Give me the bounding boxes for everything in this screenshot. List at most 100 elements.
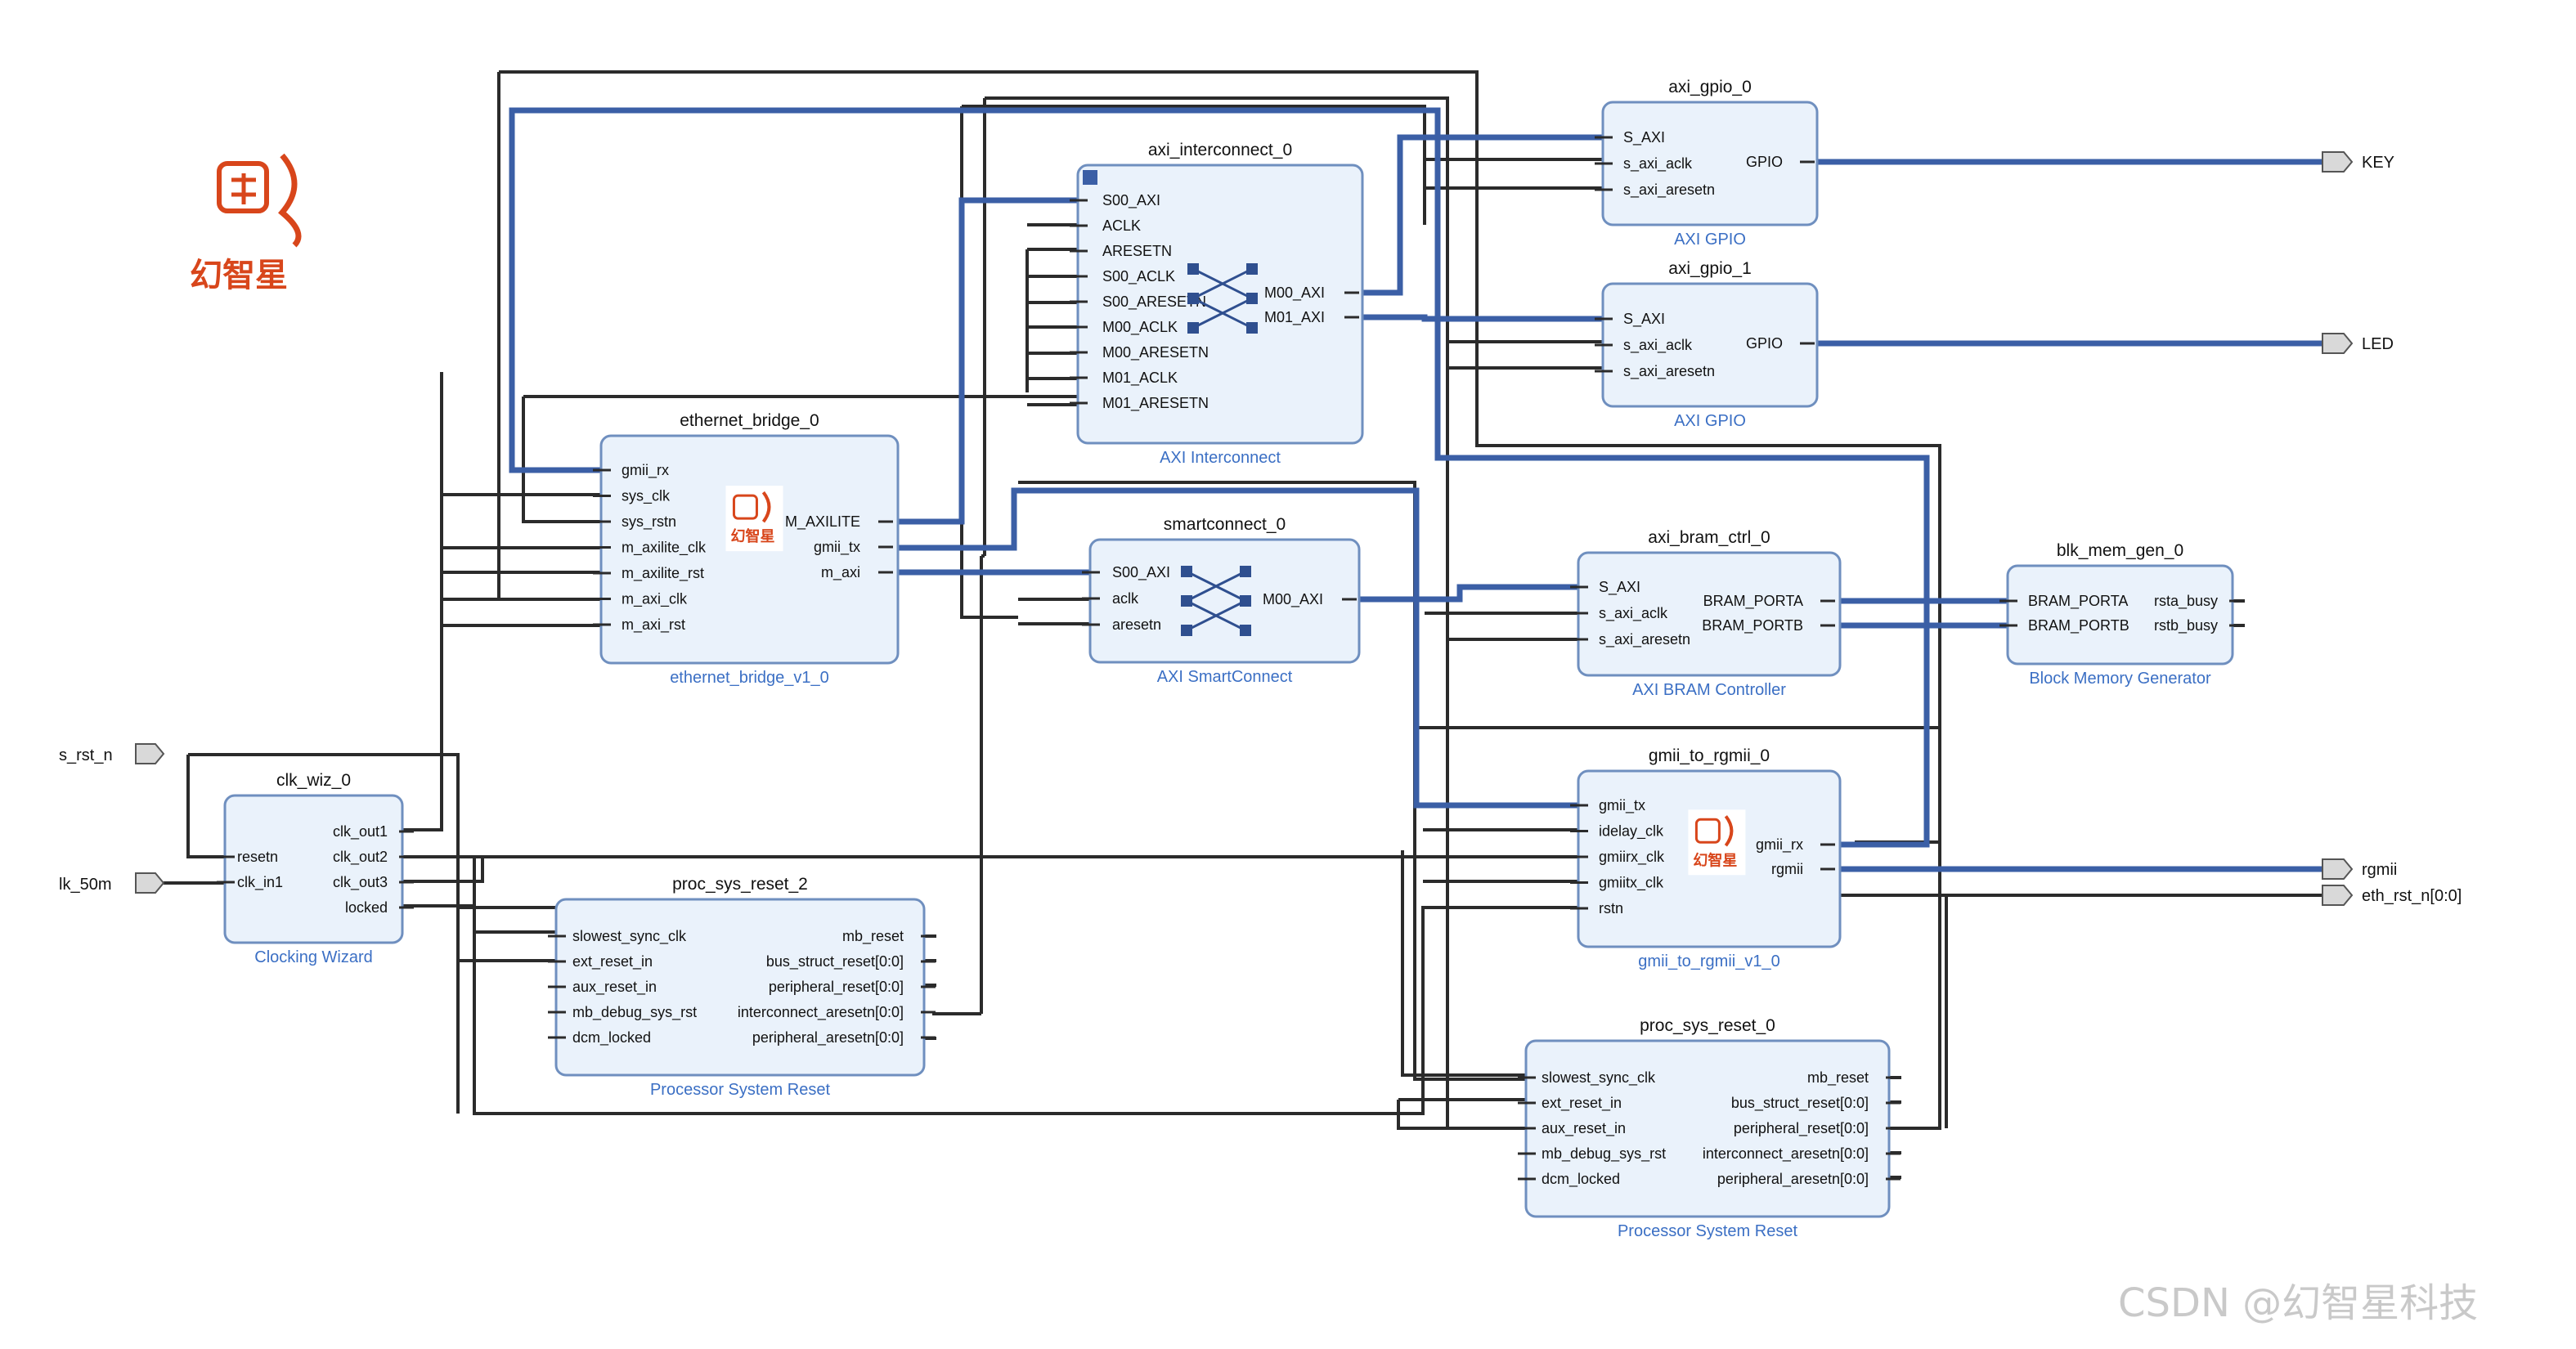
input-pin-label[interactable]: m_axi_rst (622, 616, 685, 634)
output-pin-label[interactable]: rstb_busy (2154, 617, 2218, 634)
input-pin-label[interactable]: m_axilite_rst (622, 565, 704, 582)
input-pin-label[interactable]: S00_ARESETN (1102, 294, 1206, 311)
input-pin-label[interactable]: BRAM_PORTA (2028, 593, 2128, 610)
block-instance-name: axi_gpio_1 (1668, 259, 1752, 278)
input-pin-label[interactable]: idelay_clk (1599, 823, 1664, 840)
output-pin-label[interactable]: bus_struct_reset[0:0] (766, 953, 904, 970)
input-pin-label[interactable]: dcm_locked (572, 1029, 651, 1046)
input-pin-label[interactable]: s_axi_aresetn (1623, 363, 1715, 380)
input-pin-label[interactable]: gmii_tx (1599, 797, 1645, 814)
output-pin-label[interactable]: locked (345, 899, 388, 916)
input-pin-label[interactable]: dcm_locked (1542, 1171, 1620, 1188)
input-pin-label[interactable]: slowest_sync_clk (572, 928, 687, 945)
block-ethernet-bridge-0[interactable]: ethernet_bridge_0ethernet_bridge_v1_0gmi… (593, 411, 900, 687)
input-pin-label[interactable]: m_axi_clk (622, 591, 688, 608)
input-pin-label[interactable]: M01_ARESETN (1102, 395, 1209, 412)
input-pin-label[interactable]: BRAM_PORTB (2028, 617, 2129, 634)
input-pin-label[interactable]: gmiirx_clk (1599, 849, 1665, 866)
input-pin-label[interactable]: M00_ACLK (1102, 319, 1178, 336)
output-pin-label[interactable]: BRAM_PORTA (1703, 593, 1803, 610)
input-pin-label[interactable]: m_axilite_clk (622, 540, 707, 557)
output-pin-label[interactable]: interconnect_aresetn[0:0] (1703, 1145, 1869, 1163)
expand-plus-icon[interactable] (1083, 170, 1097, 185)
output-pin-label[interactable]: clk_out2 (333, 849, 388, 866)
input-pin-label[interactable]: S00_ACLK (1102, 268, 1175, 285)
input-pin-label[interactable]: aresetn (1112, 616, 1161, 633)
input-pin-label[interactable]: M01_ACLK (1102, 370, 1178, 387)
output-pin-label[interactable]: gmii_rx (1756, 836, 1803, 854)
input-pin-label[interactable]: mb_debug_sys_rst (1542, 1145, 1666, 1163)
output-pin-label[interactable]: peripheral_reset[0:0] (769, 979, 904, 996)
input-pin-label[interactable]: S00_AXI (1102, 192, 1160, 209)
output-pin-label[interactable]: rsta_busy (2154, 593, 2218, 610)
input-pin-label[interactable]: S_AXI (1599, 579, 1640, 596)
output-pin-label[interactable]: m_axi (821, 564, 860, 581)
port-key[interactable]: KEY (2322, 151, 2394, 173)
output-pin-label[interactable]: M_AXILITE (785, 513, 860, 531)
output-pin-label[interactable]: clk_out1 (333, 823, 388, 840)
output-pin-label[interactable]: mb_reset (842, 928, 904, 945)
input-pin-label[interactable]: ext_reset_in (1542, 1095, 1622, 1112)
input-pin-label[interactable]: s_axi_aresetn (1599, 631, 1690, 648)
input-pin-label[interactable]: ARESETN (1102, 243, 1172, 259)
port-eth-rst-n[interactable]: eth_rst_n[0:0] (2322, 885, 2462, 906)
port-clk-50m[interactable]: lk_50m (59, 872, 165, 894)
input-pin-label[interactable]: S_AXI (1623, 311, 1665, 328)
output-pin-label[interactable]: peripheral_reset[0:0] (1734, 1120, 1869, 1137)
output-pin-label[interactable]: rgmii (1771, 861, 1803, 877)
input-pin-label[interactable]: slowest_sync_clk (1542, 1069, 1656, 1087)
output-pin-label[interactable]: peripheral_aresetn[0:0] (752, 1029, 904, 1046)
port-led[interactable]: LED (2322, 333, 2394, 354)
input-pin-label[interactable]: ACLK (1102, 217, 1141, 234)
input-pin-label[interactable]: gmii_rx (622, 462, 669, 479)
input-pin-label[interactable]: mb_debug_sys_rst (572, 1004, 697, 1021)
output-pin-label[interactable]: M00_AXI (1263, 591, 1323, 608)
input-pin-label[interactable]: aux_reset_in (1542, 1120, 1626, 1137)
input-pin-label[interactable]: rstn (1599, 900, 1623, 917)
output-pin-label[interactable]: M01_AXI (1264, 309, 1325, 326)
input-pin-label[interactable]: S00_AXI (1112, 564, 1170, 581)
output-pin-label[interactable]: GPIO (1746, 154, 1783, 170)
input-pin-label[interactable]: S_AXI (1623, 129, 1665, 146)
input-pin-label[interactable]: s_axi_aclk (1623, 337, 1693, 354)
output-pin-label[interactable]: bus_struct_reset[0:0] (1731, 1095, 1869, 1112)
input-pin-label[interactable]: s_axi_aclk (1623, 155, 1693, 173)
input-pin-label[interactable]: M00_ARESETN (1102, 344, 1209, 361)
port-rgmii[interactable]: rgmii (2322, 858, 2397, 880)
input-pin-label[interactable]: aux_reset_in (572, 979, 657, 996)
input-pin-label[interactable]: resetn (237, 849, 278, 865)
input-pin-label[interactable]: aclk (1112, 590, 1139, 607)
block-gmii-to-rgmii-0[interactable]: gmii_to_rgmii_0gmii_to_rgmii_v1_0gmii_tx… (1570, 746, 1842, 970)
block-instance-name: axi_gpio_0 (1668, 78, 1752, 96)
output-pin-label[interactable]: gmii_tx (814, 539, 860, 556)
block-type-label: Processor System Reset (650, 1081, 831, 1099)
output-pin-label[interactable]: M00_AXI (1264, 285, 1325, 302)
output-pin-label[interactable]: peripheral_aresetn[0:0] (1717, 1171, 1869, 1188)
input-pin-label[interactable]: gmiitx_clk (1599, 875, 1664, 892)
output-pin-label[interactable]: mb_reset (1807, 1069, 1869, 1087)
output-pin-label[interactable]: clk_out3 (333, 874, 388, 891)
input-pin-label[interactable]: s_axi_aresetn (1623, 182, 1715, 199)
input-pin-label[interactable]: sys_rstn (622, 513, 676, 531)
input-pin-label[interactable]: sys_clk (622, 488, 671, 505)
output-pin-label[interactable]: interconnect_aresetn[0:0] (738, 1004, 904, 1021)
output-pin-label[interactable]: GPIO (1746, 335, 1783, 352)
input-pin-label[interactable]: ext_reset_in (572, 953, 653, 970)
input-pin-label[interactable]: s_axi_aclk (1599, 605, 1668, 622)
input-pin-label[interactable]: clk_in1 (237, 874, 283, 891)
input-port-icon (135, 872, 165, 894)
output-port-icon (2322, 858, 2354, 880)
port-s-rst-n[interactable]: s_rst_n (59, 743, 165, 764)
output-pin-label[interactable]: BRAM_PORTB (1702, 617, 1803, 634)
